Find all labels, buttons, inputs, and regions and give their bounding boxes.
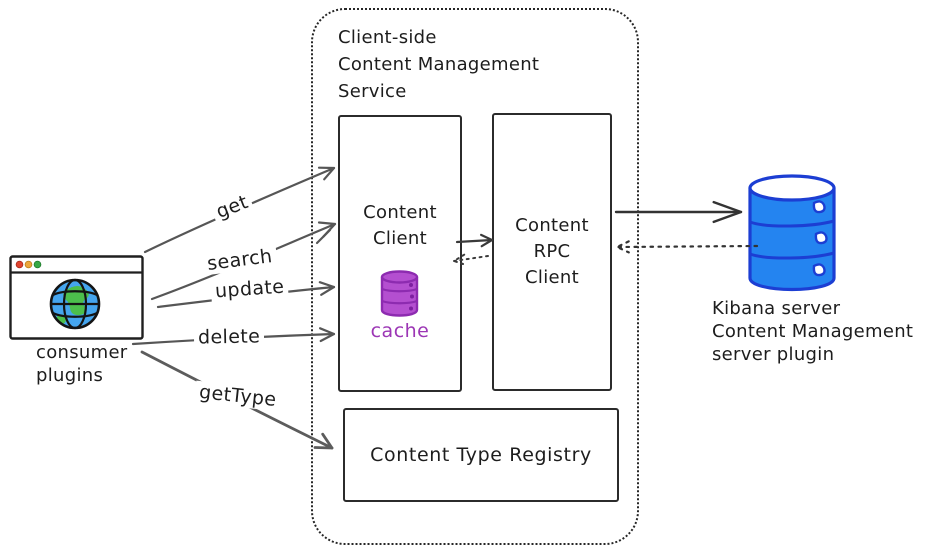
kibana-label-line-3: server plugin [712, 344, 835, 365]
content-client-label: Content Client [363, 200, 437, 252]
traffic-light-yellow-icon [24, 260, 33, 269]
kibana-label-line-1: Kibana server [712, 298, 841, 319]
cms-title-line-1: Client-side [338, 27, 437, 48]
browser-window-icon [9, 255, 144, 340]
globe-icon [49, 278, 101, 330]
arrow-label-delete: delete [193, 325, 265, 349]
content-client-label-line-1: Content [363, 201, 437, 223]
traffic-light-red-icon [15, 260, 24, 269]
content-client-label-line-2: Client [373, 227, 427, 249]
arrow-label-update: update [210, 275, 290, 303]
kibana-label-line-2: Content Management [712, 321, 914, 342]
rpc-label-line-1: Content [515, 215, 589, 236]
arrow-label-get: get [209, 189, 256, 225]
content-type-registry-box: Content Type Registry [343, 408, 619, 502]
cms-title-line-3: Service [338, 81, 407, 102]
cache-label: cache [370, 319, 430, 342]
rpc-label-line-3: Client [525, 267, 579, 288]
content-rpc-client-box: Content RPC Client [492, 113, 612, 391]
cms-title-line-2: Content Management [338, 54, 540, 75]
traffic-light-green-icon [33, 260, 42, 269]
kibana-server-database-icon [748, 174, 836, 292]
content-type-registry-label: Content Type Registry [370, 444, 592, 466]
consumer-plugins-label: consumer plugins [36, 341, 128, 387]
content-rpc-client-label: Content RPC Client [515, 213, 589, 291]
arrow-label-gettype: getType [194, 380, 282, 412]
cache-database-icon [380, 269, 419, 317]
arrow-label-search: search [201, 244, 278, 276]
rpc-label-line-2: RPC [533, 241, 571, 262]
consumer-label-line-1: consumer [36, 342, 128, 363]
kibana-server-label: Kibana server Content Management server … [712, 297, 913, 366]
consumer-label-line-2: plugins [36, 365, 104, 386]
content-client-box: Content Client cache [338, 115, 462, 392]
cms-service-title: Client-side Content Management Service [338, 24, 539, 105]
